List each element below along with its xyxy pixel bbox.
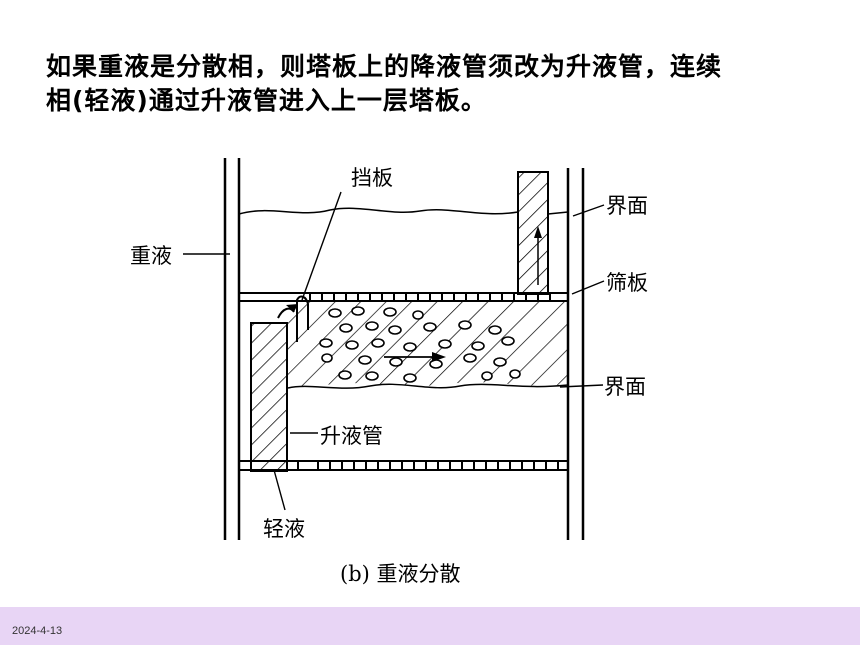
flow-arrow (384, 352, 446, 362)
lower-riser-pipe (250, 322, 288, 472)
column-right-wall (566, 168, 585, 540)
top-interface-line (238, 207, 519, 215)
leader-lines (183, 191, 605, 511)
top-interface-line-right (547, 211, 569, 215)
lower-sieve-plate (239, 460, 568, 471)
label-interface-top: 界面 (606, 194, 648, 218)
bottom-interface-line (287, 383, 569, 389)
slide-body-text: 如果重液是分散相，则塔板上的降液管须改为升液管，连续 相(轻液)通过升液管进入上… (46, 50, 826, 118)
footer-date: 2024-4-13 (12, 625, 63, 637)
label-heavy-liquid: 重液 (130, 244, 172, 268)
leader-interface-top (572, 204, 605, 217)
extraction-tray-diagram (183, 158, 605, 540)
leader-interface-bottom (559, 384, 604, 388)
column-left-wall (223, 158, 241, 540)
droplets (319, 306, 521, 383)
figure-caption: (b) 重液分散 (340, 562, 461, 586)
label-interface-bottom: 界面 (604, 375, 646, 399)
leader-baffle (301, 191, 342, 301)
label-sieve-plate: 筛板 (606, 271, 648, 295)
label-baffle: 挡板 (351, 166, 393, 190)
dispersed-phase-region (287, 301, 569, 389)
leader-sieve-plate (571, 280, 605, 295)
upper-riser-pipe (517, 171, 549, 295)
label-light-liquid: 轻液 (263, 517, 305, 541)
slide-text-line-1: 如果重液是分散相，则塔板上的降液管须改为升液管，连续 (46, 52, 723, 81)
leader-light-liquid (273, 469, 286, 511)
footer-bar: 2024-4-13 (0, 607, 860, 645)
label-riser: 升液管 (320, 424, 383, 448)
slide-text-line-2: 相(轻液)通过升液管进入上一层塔板。 (46, 86, 487, 115)
